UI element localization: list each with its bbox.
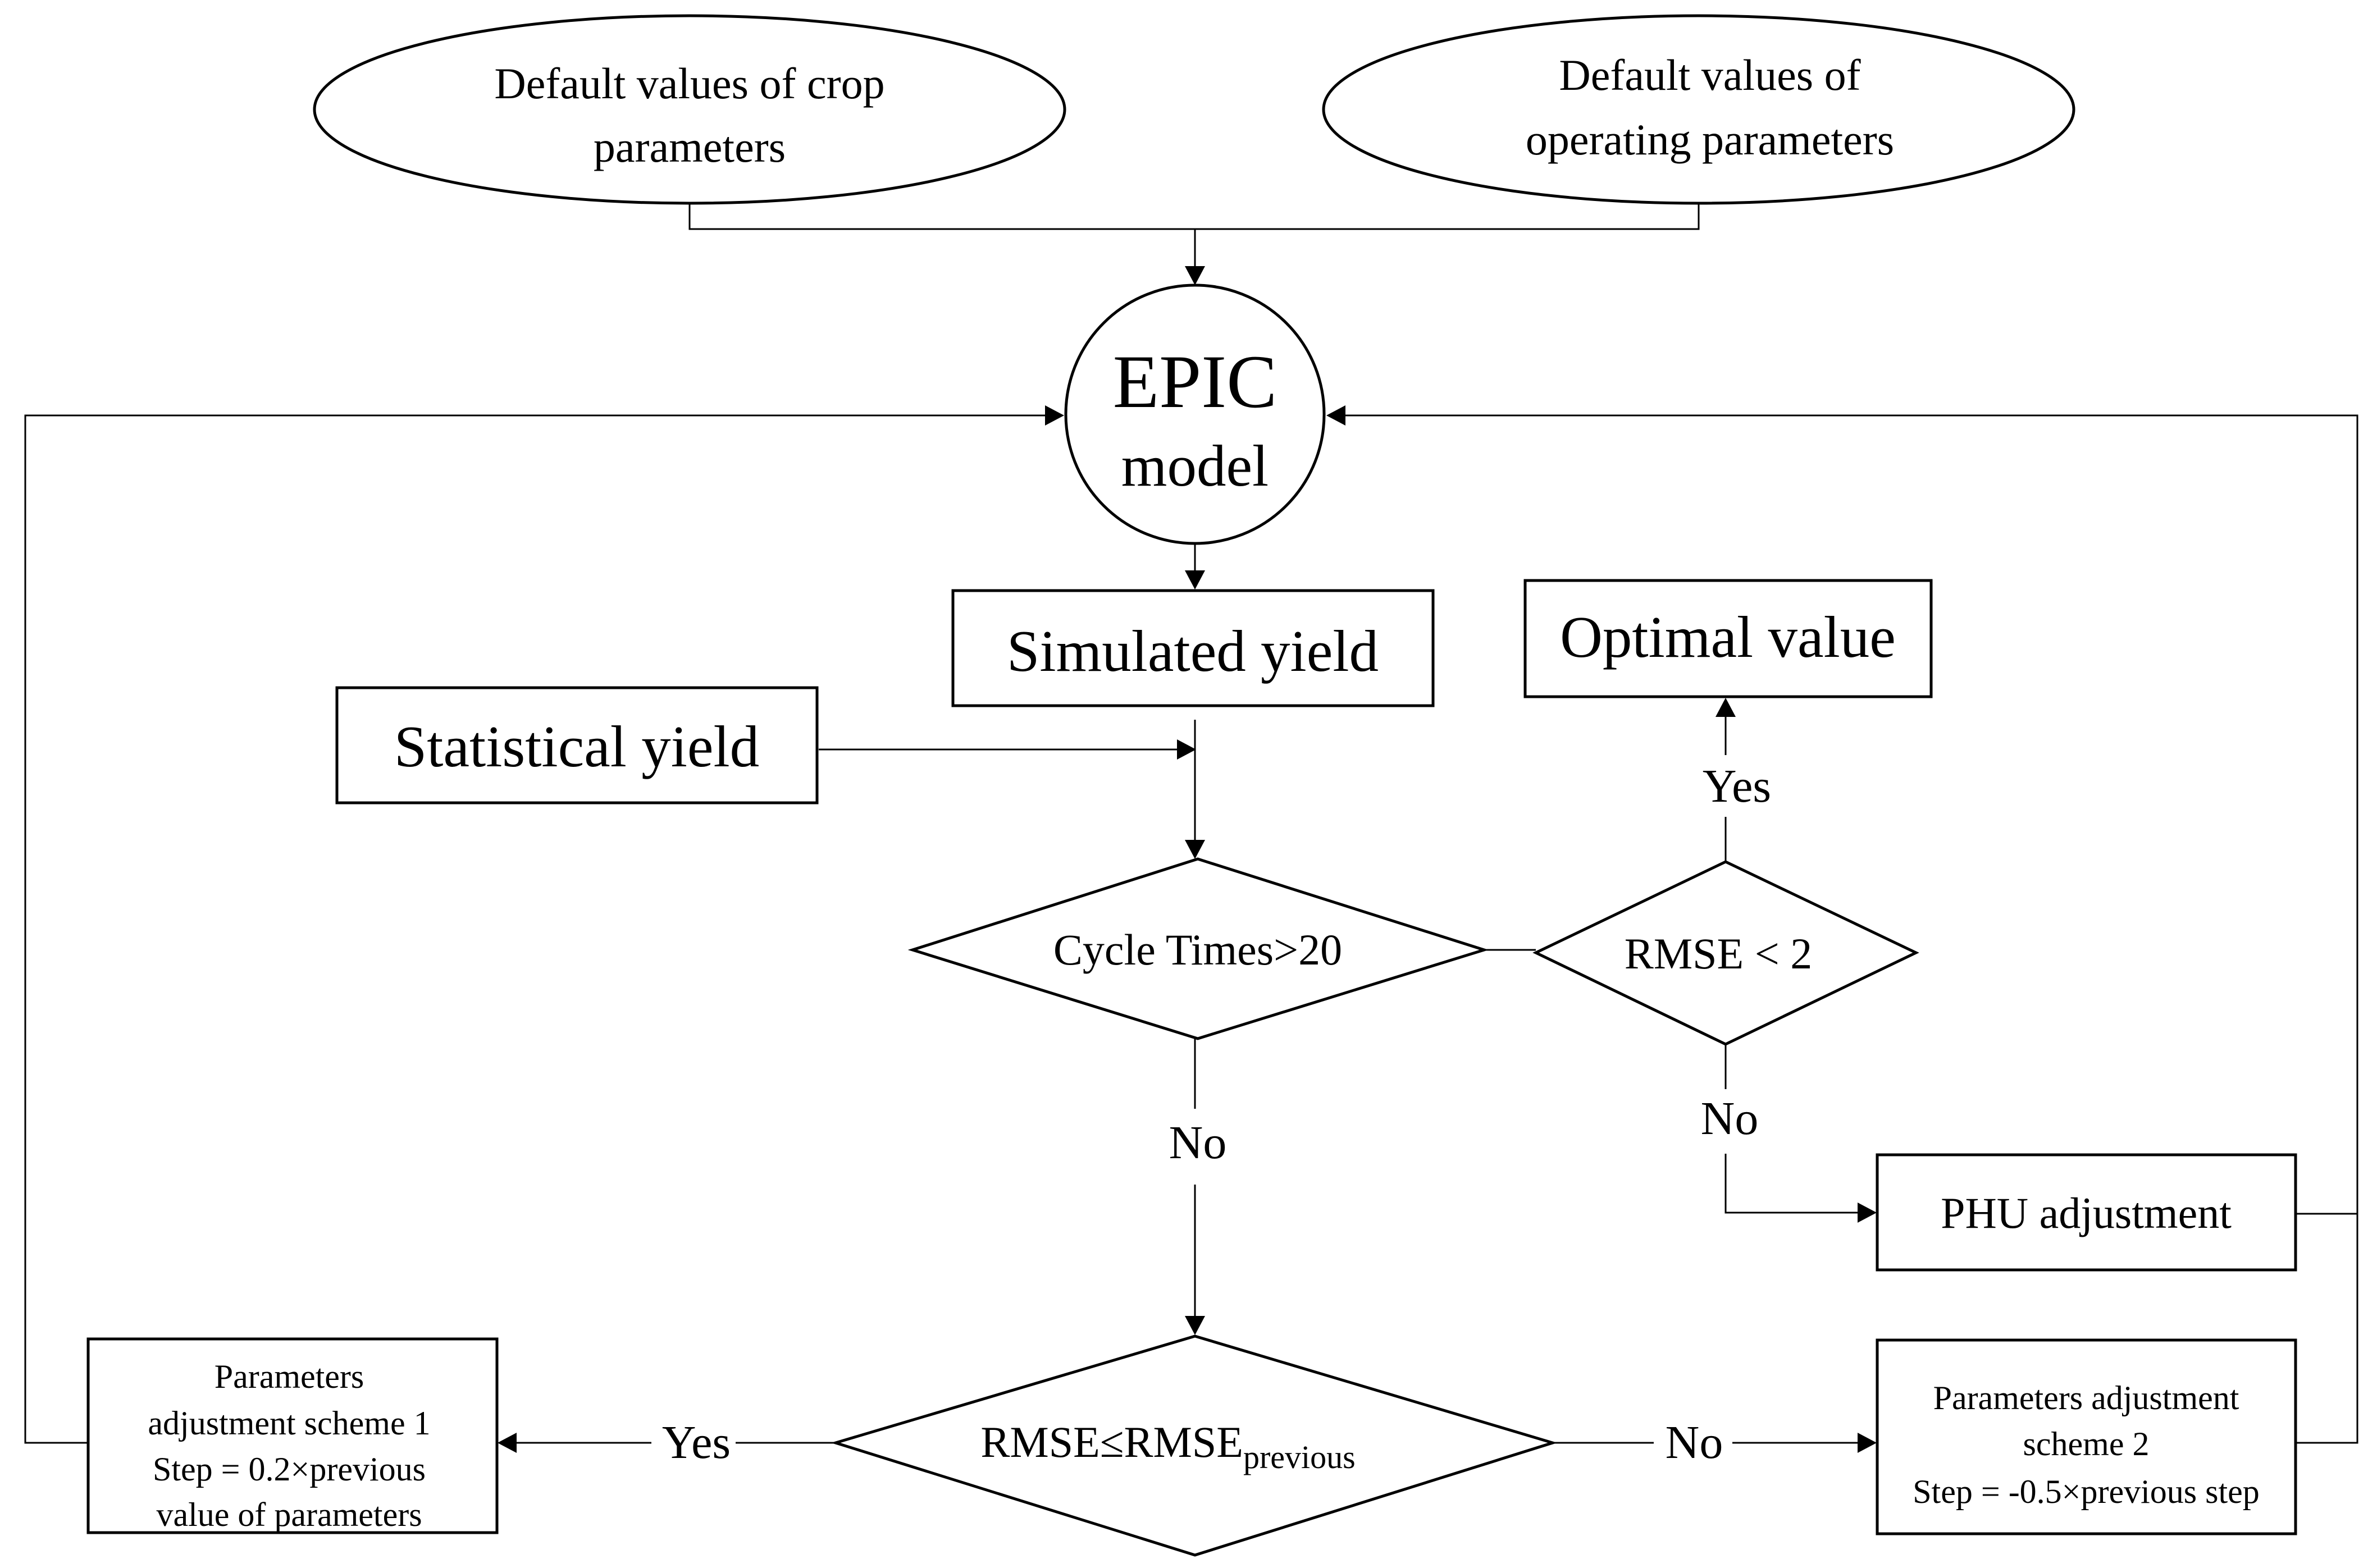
simulated-yield-box: Simulated yield: [951, 589, 1435, 707]
optimal-value-label: Optimal value: [1560, 604, 1896, 670]
operating-params-line2: operating parameters: [1526, 115, 1894, 164]
scheme1-line3: Step = 0.2×previous: [153, 1451, 426, 1488]
input-operating-parameters: Default values of operating parameters: [1322, 14, 2075, 205]
arrowhead-into-scheme1: [498, 1433, 517, 1453]
connector-scheme1-loop: [24, 414, 1046, 1444]
rmse-lt2-no-label: No: [1701, 1092, 1759, 1145]
phu-adjustment-box: PHU adjustment: [1876, 1153, 2297, 1272]
rmse-lt-2-decision: RMSE < 2: [1532, 860, 1919, 1046]
connector-scheme2-loop: [1345, 414, 2358, 1444]
rmse-compare-subscript: previous: [1243, 1439, 1356, 1475]
crop-params-line1: Default values of crop: [494, 59, 884, 108]
branch-labels: Yes No No Yes No: [662, 760, 1771, 1469]
rmse-lt2-yes-label: Yes: [1703, 760, 1771, 812]
rmse-compare-decision: RMSE≤RMSEprevious: [831, 1334, 1558, 1557]
rmse-compare-main: RMSE≤RMSE: [980, 1418, 1243, 1466]
arrowhead-epic-right: [1326, 405, 1345, 426]
compare-no-label: No: [1666, 1416, 1723, 1469]
arrowhead-into-epic-top: [1185, 266, 1205, 285]
scheme1-line2: adjustment scheme 1: [148, 1405, 430, 1442]
epic-model-title: EPIC: [1113, 340, 1278, 424]
epic-model-subtitle: model: [1121, 433, 1269, 499]
connector-rmse-lt2-no-lower: [1724, 1154, 1859, 1214]
input-crop-parameters: Default values of crop parameters: [313, 14, 1066, 205]
arrowhead-statistical-join: [1177, 739, 1196, 760]
arrowhead-into-cycle: [1185, 840, 1205, 859]
arrowhead-into-scheme2: [1858, 1433, 1877, 1453]
crop-params-line2: parameters: [594, 122, 786, 171]
optimal-value-box: Optimal value: [1523, 579, 1933, 698]
cycle-no-label: No: [1169, 1117, 1227, 1169]
cycle-times-decision: Cycle Times>20: [907, 857, 1489, 1040]
scheme2-box: Parameters adjustment scheme 2 Step = -0…: [1876, 1338, 2297, 1535]
simulated-yield-label: Simulated yield: [1007, 618, 1379, 684]
arrowhead-into-phu: [1858, 1203, 1877, 1223]
cycle-times-label: Cycle Times>20: [1053, 925, 1342, 974]
scheme2-line3: Step = -0.5×previous step: [1913, 1473, 2260, 1510]
connector-crop-to-merge: [688, 203, 1195, 230]
scheme1-box: Parameters adjustment scheme 1 Step = 0.…: [86, 1337, 499, 1534]
scheme2-line1: Parameters adjustment: [1933, 1379, 2239, 1416]
arrowhead-into-rmse-compare: [1185, 1316, 1205, 1335]
statistical-yield-label: Statistical yield: [394, 714, 759, 779]
scheme1-line1: Parameters: [215, 1358, 364, 1395]
rmse-compare-label: RMSE≤RMSEprevious: [980, 1418, 1355, 1475]
arrowhead-epic-left: [1045, 405, 1064, 426]
compare-yes-label: Yes: [662, 1416, 731, 1469]
statistical-yield-box: Statistical yield: [335, 686, 819, 804]
scheme1-line4: value of parameters: [156, 1496, 422, 1533]
scheme2-line2: scheme 2: [2023, 1425, 2150, 1462]
phu-adjustment-label: PHU adjustment: [1941, 1188, 2232, 1237]
epic-model-node: EPIC model: [1064, 284, 1326, 545]
operating-params-line1: Default values of: [1559, 51, 1860, 99]
arrowhead-into-optimal: [1716, 698, 1736, 717]
rmse-lt-2-label: RMSE < 2: [1625, 929, 1812, 978]
arrowhead-into-simulated: [1185, 570, 1205, 589]
connector-operating-to-merge: [1195, 203, 1700, 230]
connectors: [24, 203, 2358, 1453]
